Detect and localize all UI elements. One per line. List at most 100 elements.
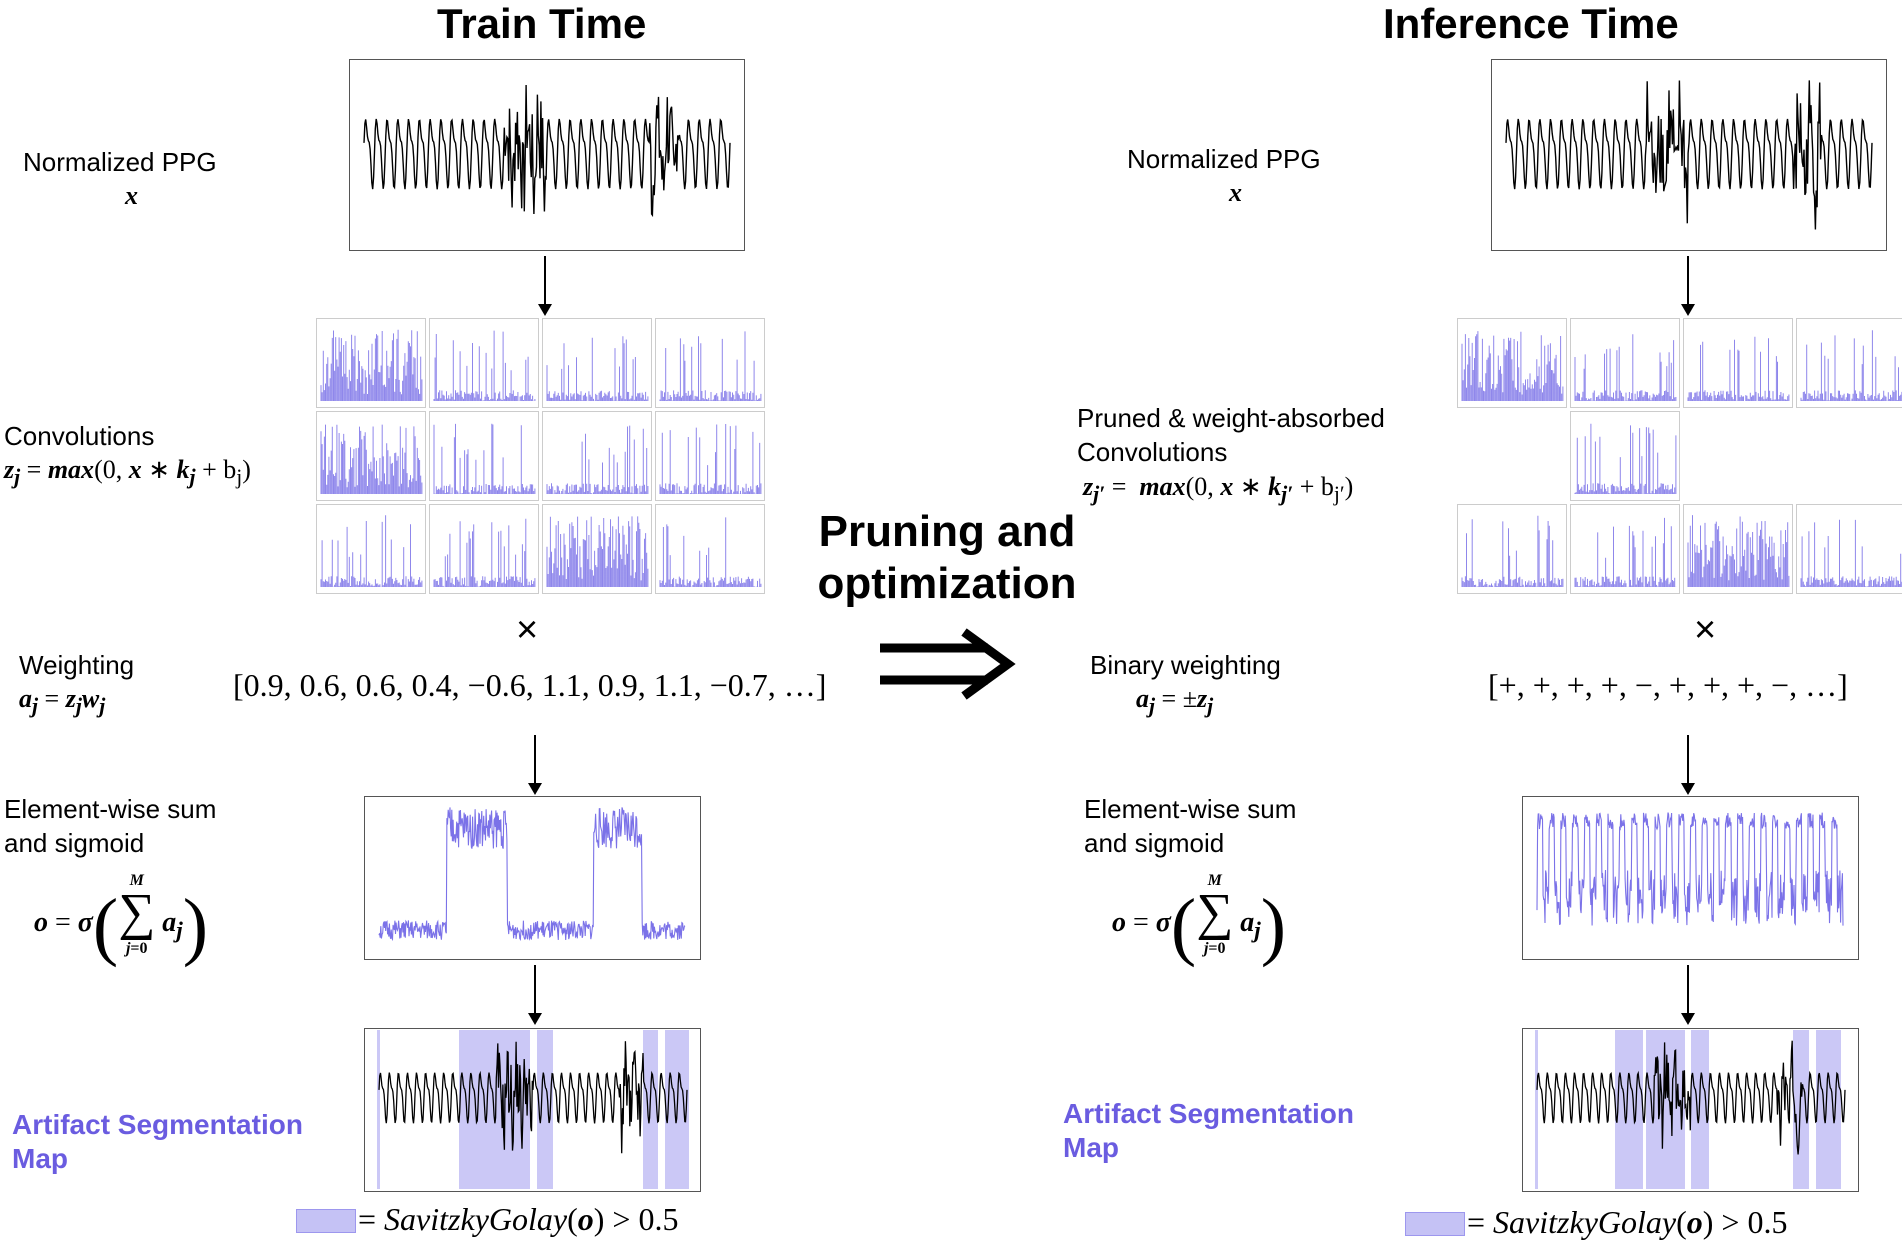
feature-map bbox=[429, 318, 539, 408]
feature-map-trace bbox=[433, 330, 536, 401]
feature-map-trace bbox=[1687, 515, 1790, 587]
feature-map-plot bbox=[320, 424, 423, 494]
ppg-trace bbox=[1505, 80, 1873, 230]
right-legend-swatch bbox=[1405, 1212, 1465, 1236]
feature-map-trace bbox=[320, 424, 423, 494]
feature-map bbox=[542, 504, 652, 594]
feature-map-plot bbox=[546, 425, 649, 494]
feature-map-plot bbox=[1800, 330, 1902, 401]
feature-map-plot bbox=[433, 423, 536, 494]
artifact-region bbox=[1615, 1030, 1643, 1189]
segmentation-map bbox=[377, 1030, 689, 1189]
arrow-down bbox=[528, 735, 542, 795]
left-legend-text: = SavitzkyGolay(o) > 0.5 bbox=[358, 1201, 679, 1237]
feature-map bbox=[1796, 504, 1902, 594]
feature-map bbox=[1683, 318, 1793, 408]
pruning-label-line2: optimization bbox=[817, 559, 1077, 608]
arrow-down bbox=[1681, 965, 1695, 1025]
left-ppg-label: Normalized PPG bbox=[23, 147, 217, 177]
right-conv-formula: zj′ = max(0, x ∗ kj′ + bj′) bbox=[1083, 472, 1354, 507]
ppg-trace bbox=[1536, 1040, 1846, 1155]
feature-map bbox=[429, 504, 539, 594]
right-ppg-plot bbox=[1491, 59, 1887, 251]
feature-map-plot bbox=[546, 516, 649, 587]
feature-map-trace bbox=[1574, 334, 1677, 401]
right-weight-label: Binary weighting bbox=[1090, 650, 1281, 680]
right-ppg-label: Normalized PPG bbox=[1127, 144, 1321, 174]
feature-map-trace bbox=[546, 425, 649, 494]
left-sum-formula: o = σ(M∑j=0 aj) bbox=[34, 872, 209, 968]
left-conv-formula: zj = max(0, x ∗ kj + bj) bbox=[4, 455, 251, 490]
right-sum-formula: o = σ(M∑j=0 aj) bbox=[1112, 872, 1287, 968]
left-weight-formula: aj = zjwj bbox=[19, 684, 106, 719]
feature-map bbox=[1570, 318, 1680, 408]
feature-map bbox=[655, 504, 765, 594]
sigmoid-output-trace bbox=[1536, 812, 1844, 926]
left-weights-vector: [0.9, 0.6, 0.6, 0.4, −0.6, 1.1, 0.9, 1.1… bbox=[233, 667, 827, 703]
feature-map bbox=[316, 504, 426, 594]
arrow-down bbox=[538, 256, 552, 316]
arrow-down bbox=[528, 965, 542, 1025]
feature-map-trace bbox=[659, 424, 762, 494]
left-ppg-var: x bbox=[125, 181, 138, 210]
ppg-trace bbox=[378, 1041, 688, 1154]
feature-map-plot bbox=[433, 518, 536, 587]
left-legend-swatch bbox=[296, 1209, 356, 1233]
feature-map-trace bbox=[659, 517, 762, 587]
feature-map-plot bbox=[1574, 517, 1677, 587]
feature-map-plot bbox=[1574, 423, 1677, 494]
feature-map-trace bbox=[546, 516, 649, 587]
right-seg-label-1: Artifact Segmentation bbox=[1063, 1098, 1354, 1129]
right-sum-label-1: Element-wise sum bbox=[1084, 794, 1297, 824]
feature-map-plot bbox=[659, 517, 762, 587]
feature-map bbox=[316, 318, 426, 408]
implies-arrow-icon bbox=[880, 628, 1016, 700]
feature-map bbox=[1570, 504, 1680, 594]
feature-map-plot bbox=[659, 331, 762, 401]
arrow-down bbox=[1681, 256, 1695, 316]
left-weight-label: Weighting bbox=[19, 650, 135, 680]
left-seg-label-2: Map bbox=[12, 1143, 68, 1174]
left-sum-label-1: Element-wise sum bbox=[4, 794, 217, 824]
right-seg-label-2: Map bbox=[1063, 1132, 1119, 1163]
feature-map-plot bbox=[1800, 519, 1902, 587]
train-time-title: Train Time bbox=[437, 0, 647, 47]
feature-map-trace bbox=[1800, 519, 1902, 587]
sigmoid-output-trace bbox=[378, 807, 686, 942]
artifact-region bbox=[377, 1030, 380, 1189]
left-times-sign: × bbox=[516, 609, 539, 651]
feature-map-plot bbox=[1687, 515, 1790, 587]
feature-map-trace bbox=[320, 329, 423, 401]
right-weights-vector: [+, +, +, +, −, +, +, +, −, …] bbox=[1488, 667, 1848, 703]
feature-map-trace bbox=[1574, 423, 1677, 494]
right-conv-label-2: Convolutions bbox=[1077, 437, 1228, 467]
feature-map-trace bbox=[1461, 331, 1564, 401]
artifact-region bbox=[1816, 1030, 1841, 1189]
artifact-region bbox=[1691, 1030, 1709, 1189]
feature-map-plot bbox=[1574, 334, 1677, 401]
feature-map-plot bbox=[320, 329, 423, 401]
inference-time-title: Inference Time bbox=[1383, 0, 1679, 47]
left-segmentation-plot bbox=[364, 1028, 701, 1192]
ppg-signal bbox=[1505, 80, 1873, 230]
feature-map-trace bbox=[1461, 515, 1564, 587]
left-sigmoid-plot bbox=[364, 796, 701, 960]
left-conv-label: Convolutions bbox=[4, 421, 155, 451]
feature-map bbox=[1796, 318, 1902, 408]
left-seg-label-1: Artifact Segmentation bbox=[12, 1109, 303, 1140]
ppg-trace bbox=[363, 84, 731, 218]
feature-map bbox=[1457, 504, 1567, 594]
right-sigmoid-plot bbox=[1522, 796, 1859, 960]
right-conv-label-1: Pruned & weight-absorbed bbox=[1077, 403, 1385, 433]
feature-map bbox=[1683, 504, 1793, 594]
artifact-region bbox=[1646, 1030, 1685, 1189]
feature-map-plot bbox=[1687, 336, 1790, 401]
left-ppg-plot bbox=[349, 59, 745, 251]
artifact-region bbox=[1535, 1030, 1538, 1189]
segmentation-map bbox=[1535, 1030, 1846, 1189]
feature-map-plot bbox=[659, 424, 762, 494]
feature-map-trace bbox=[1800, 330, 1902, 401]
feature-map-plot bbox=[1461, 331, 1564, 401]
arrow-down bbox=[1681, 735, 1695, 795]
feature-map bbox=[542, 318, 652, 408]
